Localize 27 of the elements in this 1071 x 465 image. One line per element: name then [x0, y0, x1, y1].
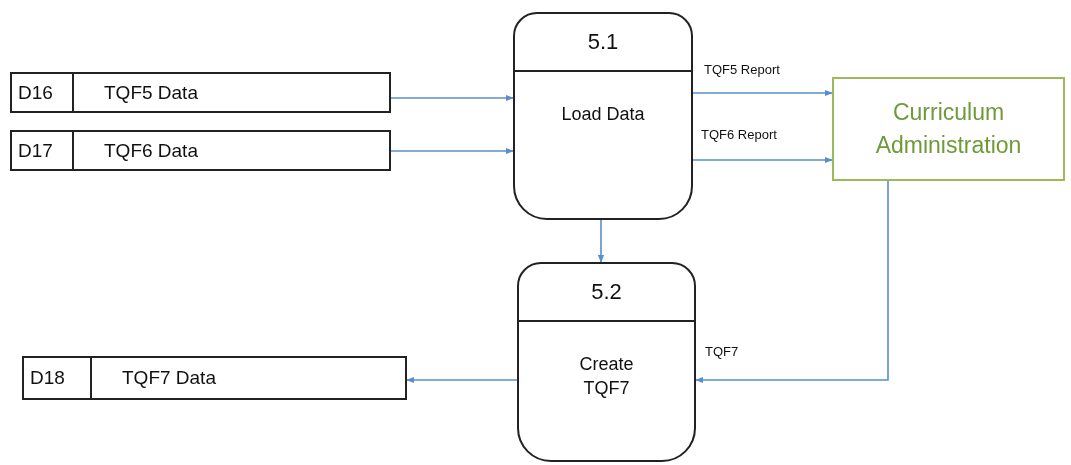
- arrow: [692, 89, 833, 97]
- store-name: TQF6 Data: [103, 139, 198, 162]
- process-label: Create TQF7: [578, 353, 635, 401]
- data-store: [22, 356, 407, 400]
- data-store: [10, 72, 391, 113]
- process-label: Load Data: [560, 103, 646, 126]
- entity-name: Curriculum Administration: [874, 97, 1023, 160]
- store-id: D18: [24, 358, 92, 398]
- process-box: [517, 262, 696, 462]
- arrow: [390, 94, 514, 102]
- arrow: [390, 147, 514, 155]
- process-number: 5.1: [515, 14, 691, 72]
- arrow: [692, 156, 833, 164]
- process-box: [513, 12, 693, 220]
- edge-label: TQF6 Report: [699, 127, 779, 142]
- data-store: [10, 130, 391, 171]
- external-entity-box: [832, 77, 1065, 181]
- arrow: [597, 219, 605, 263]
- store-id: D16: [12, 74, 74, 111]
- process-number: 5.2: [519, 264, 694, 322]
- arrow: [695, 180, 889, 384]
- edge-label: TQF7: [703, 344, 741, 359]
- store-id: D17: [12, 132, 74, 169]
- edge-label: TQF5 Report: [702, 62, 782, 77]
- store-name: TQF5 Data: [103, 81, 198, 104]
- arrow: [406, 376, 518, 384]
- store-name: TQF7 Data: [121, 367, 216, 389]
